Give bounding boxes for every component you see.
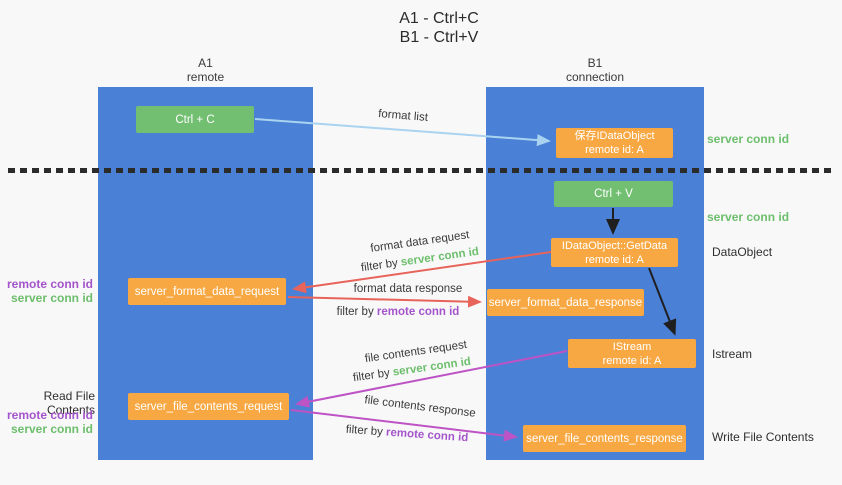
server-format-data-request-box: server_format_data_request [128,278,286,305]
column-header-a1: A1 remote [98,56,313,84]
filter-by-text: filter by [352,366,394,385]
save-idataobject-line2: remote id: A [585,144,644,156]
label-filter-by-remote-conn-id-2: filter by remote conn id [337,423,478,446]
server-conn-id-label: server conn id [10,291,93,305]
write-file-contents-label: Write File Contents [712,430,814,444]
istream-label: Istream [712,347,753,361]
read-file-contents-label: Read File Contents [43,389,95,417]
column-header-b1: B1 connection [486,56,704,84]
server-file-contents-response-box: server_file_contents_response [523,425,686,452]
server-conn-id-label-top: server conn id [707,132,790,146]
istream-line1: IStream [612,340,652,353]
remote-conn-id-label: remote conn id [6,277,93,291]
ctrl-c-box: Ctrl + C [136,106,254,133]
server-file-contents-request-box: server_file_contents_request [128,393,289,420]
server-conn-id-label: server conn id [10,422,93,436]
save-idataobject-line1: 保存IDataObject [574,130,655,142]
remote-conn-id-text: remote conn id [376,306,460,318]
save-idataobject-box: 保存IDataObject remote id: A [556,128,673,158]
filter-by-text: filter by [345,423,387,439]
dataobject-label: DataObject [712,245,773,259]
ctrl-v-box: Ctrl + V [554,181,673,207]
session-divider-dotted-line [8,168,834,173]
filter-by-text: filter by [336,306,377,318]
label-format-list: format list [377,108,429,124]
remote-conn-id-label: remote conn id [6,408,93,422]
column-b1-role: connection [565,70,625,84]
getdata-line2: remote id: A [585,253,644,266]
label-format-data-response: format data response [353,283,463,295]
conn-id-labels-upper: remote conn id server conn id [7,277,93,305]
column-a1-id: A1 [198,56,213,70]
conn-id-labels-lower: remote conn id server conn id [7,408,93,436]
filter-by-text: filter by [360,256,402,275]
diagram-title: A1 - Ctrl+C B1 - Ctrl+V [36,9,842,47]
label-file-contents-response: file contents response [363,394,477,420]
label-filter-by-remote-conn-id-1: filter by remote conn id [328,306,468,319]
istream-box: IStream remote id: A [568,339,696,368]
server-conn-id-label-mid: server conn id [707,210,790,224]
column-b1-id: B1 [587,56,603,70]
title-line-2: B1 - Ctrl+V [399,29,479,46]
arrow-format-data-response [287,295,482,308]
remote-conn-id-text: remote conn id [385,426,469,445]
getdata-line1: IDataObject::GetData [561,239,668,252]
istream-line2: remote id: A [602,354,662,367]
getdata-box: IDataObject::GetData remote id: A [551,238,678,267]
server-format-data-response-box: server_format_data_response [487,289,644,316]
title-line-1: A1 - Ctrl+C [399,10,479,27]
column-a1-role: remote [186,70,225,84]
